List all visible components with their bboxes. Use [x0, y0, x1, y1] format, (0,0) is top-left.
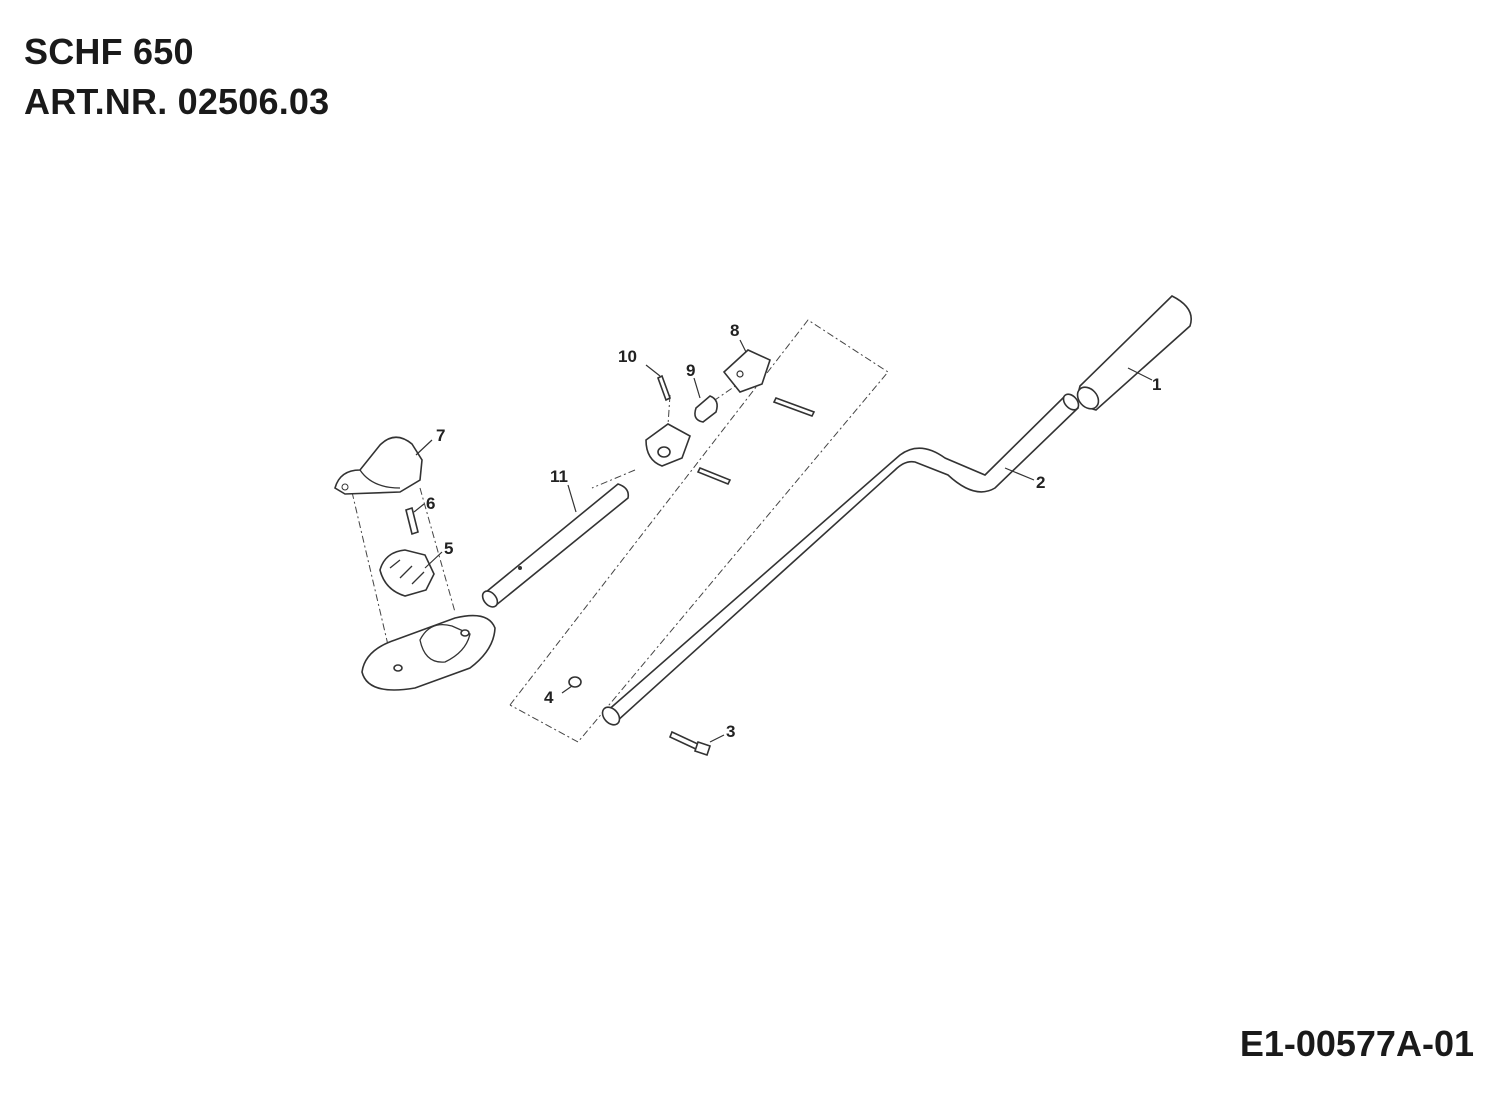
- callout-8: 8: [730, 321, 739, 340]
- base-plate: [361, 614, 496, 691]
- callout-3: 3: [726, 722, 735, 741]
- callout-5: 5: [444, 539, 453, 558]
- assembly-lines: [351, 319, 889, 743]
- callout-1: 1: [1152, 375, 1161, 394]
- callout-9: 9: [686, 361, 695, 380]
- callout-10: 10: [618, 347, 637, 366]
- part-5-ratchet: [379, 549, 435, 597]
- leader-lines: [413, 339, 1153, 743]
- part-11-shaft: [481, 483, 630, 608]
- part-7-cover: [334, 436, 423, 495]
- part-3-bolt: [668, 730, 712, 757]
- coupling-piece: [645, 423, 732, 486]
- callout-7: 7: [436, 426, 445, 445]
- part-10-pin: [657, 374, 671, 402]
- article-number: ART.NR. 02506.03: [24, 81, 330, 122]
- callout-2: 2: [1036, 473, 1045, 492]
- callout-6: 6: [426, 494, 435, 513]
- part-4-nut: [568, 676, 582, 688]
- callout-labels: 1 2 3 4 5 6 7 8 9 10 11: [426, 321, 1161, 741]
- part-1-handle-grip: [1076, 295, 1192, 411]
- part-9-sleeve: [694, 395, 718, 423]
- part-2-handle-bar: [601, 393, 1080, 726]
- part-6-spring-pin: [405, 506, 419, 536]
- part-8-clevis-bracket: [722, 349, 816, 417]
- callout-11: 11: [550, 467, 568, 486]
- model-title: SCHF 650: [24, 31, 194, 72]
- callout-4: 4: [544, 688, 554, 707]
- drawing-code: E1-00577A-01: [1239, 1023, 1474, 1064]
